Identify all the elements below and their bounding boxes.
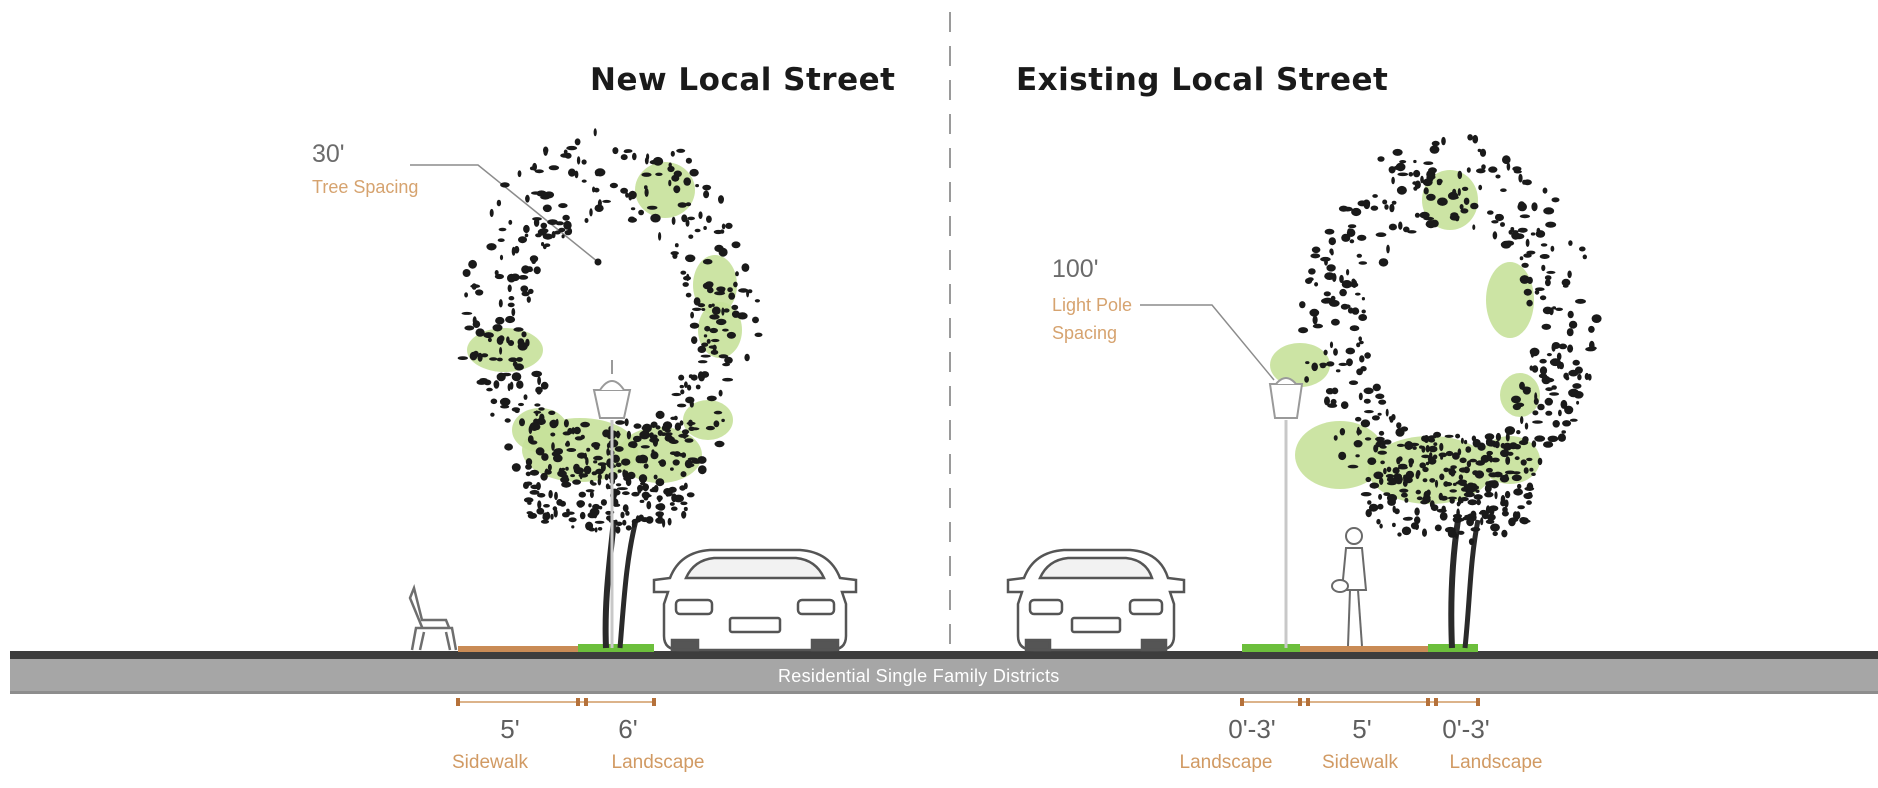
- road: [10, 651, 1878, 694]
- dim-label-landscape-new: Landscape: [611, 752, 705, 773]
- road-district-label: Residential Single Family Districts: [778, 666, 1060, 686]
- dim-label-sidewalk-existing: Sidewalk: [1321, 752, 1399, 773]
- dim-value-sidewalk-new: 5': [500, 714, 520, 744]
- dim-value-sidewalk-existing: 5': [1352, 714, 1372, 744]
- light-pole-spacing-value: 100': [1052, 255, 1099, 283]
- sidewalk-strip-new: [458, 646, 578, 652]
- street-light-icon: [1268, 377, 1304, 648]
- dim-label-sidewalk-new: Sidewalk: [451, 752, 529, 773]
- landscape-strip-existing-right: [1428, 644, 1478, 652]
- dim-value-landscape-new: 6': [618, 714, 638, 744]
- landscape-strip-new: [578, 644, 654, 652]
- tree-spacing-value: 30': [312, 140, 345, 168]
- dimension-ticks: [456, 698, 1480, 706]
- car-icon: [1006, 548, 1186, 652]
- light-pole-spacing-label-line1: Light Pole: [1052, 295, 1133, 315]
- tree-icon: [1270, 134, 1602, 649]
- landscape-strip-existing-left: [1242, 644, 1300, 652]
- dim-label-landscape-existing-left: Landscape: [1179, 752, 1273, 773]
- light-pole-spacing-label-line2: Spacing: [1052, 323, 1118, 343]
- tree-spacing-leader-end: [594, 258, 602, 266]
- car-icon: [652, 548, 858, 652]
- dim-value-landscape-existing-right: 0'-3': [1442, 714, 1490, 744]
- tree-spacing-leader: [410, 164, 599, 263]
- light-pole-leader: [1140, 304, 1275, 381]
- title-new-local-street: New Local Street: [590, 62, 896, 98]
- tree-icon: [457, 128, 763, 649]
- title-existing-local-street: Existing Local Street: [1016, 62, 1389, 98]
- street-light-icon: [592, 360, 632, 648]
- tree-spacing-label: Tree Spacing: [312, 177, 419, 197]
- bench-icon: [408, 583, 458, 651]
- sidewalk-strip-existing: [1300, 646, 1428, 652]
- dim-label-landscape-existing-right: Landscape: [1449, 752, 1543, 773]
- dim-value-landscape-existing-left: 0'-3': [1228, 714, 1276, 744]
- pedestrian-icon: [1331, 527, 1368, 647]
